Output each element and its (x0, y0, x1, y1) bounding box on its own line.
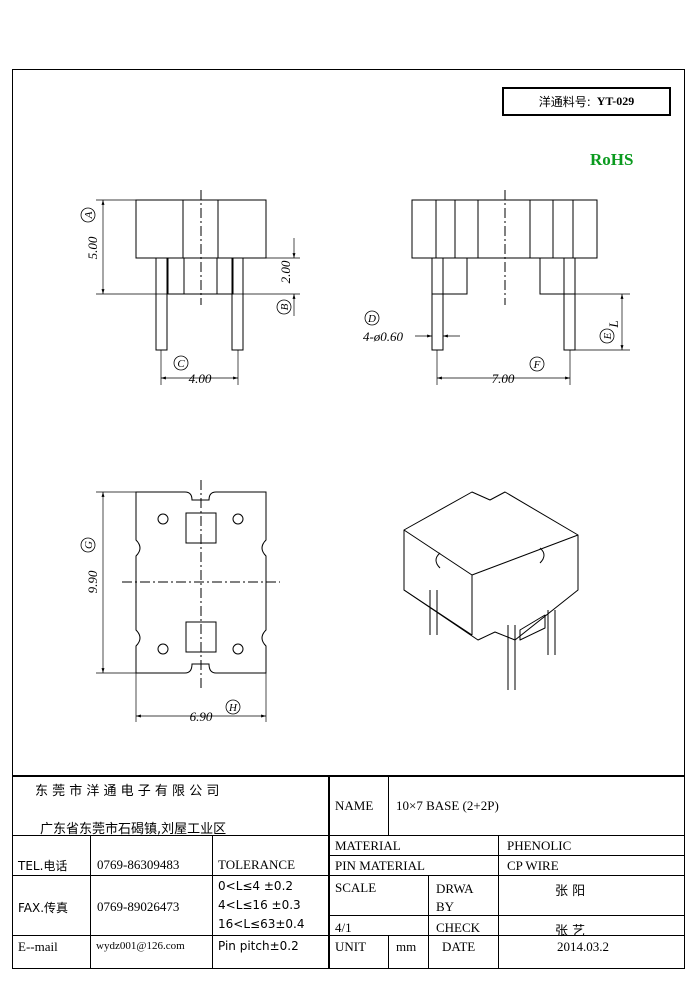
material-value: PHENOLIC (507, 838, 572, 853)
dim-b-letter: B (279, 303, 291, 310)
unit-label: UNIT (335, 939, 367, 954)
dim-a-value: 5.00 (85, 236, 100, 259)
fax-value: 0769-89026473 (97, 899, 180, 914)
dim-h-letter: H (228, 702, 238, 714)
dim-e-value: L (606, 320, 621, 328)
dim-f-letter: F (533, 359, 541, 371)
side-pin-right (563, 257, 576, 351)
material-label: MATERIAL (335, 838, 401, 853)
isometric-view (403, 491, 579, 690)
dim-g-value: 9.90 (85, 570, 100, 593)
part-number-label: 洋通料号: (538, 95, 591, 109)
tolerance-row-4: Pin pitch±0.2 (218, 939, 299, 953)
side-view (411, 190, 630, 385)
email-value: wydz001@126.com (96, 940, 185, 952)
rohs-mark: RoHS (590, 150, 634, 169)
bottom-hole (232, 643, 244, 655)
part-number-value: YT-029 (596, 94, 635, 108)
drawing-border (12, 69, 685, 969)
tolerance-row-2: 4<L≤16 ±0.3 (218, 898, 301, 912)
name-label: NAME (335, 798, 374, 813)
side-pin-left (431, 257, 444, 351)
fax-label: FAX.传真 (18, 901, 69, 915)
bottom-view (96, 480, 280, 722)
check-label: CHECK (436, 920, 481, 935)
dim-f-value: 7.00 (492, 371, 515, 386)
unit-value: mm (396, 939, 417, 954)
date-value: 2014.03.2 (557, 939, 609, 954)
dim-a-letter: A (83, 211, 95, 219)
dim-d-value: 4-ø0.60 (363, 329, 404, 344)
company-address: 广东省东莞市石碣镇,刘屋工业区 (40, 822, 227, 837)
name-value: 10×7 BASE (2+2P) (396, 798, 499, 813)
dim-b-value: 2.00 (278, 260, 293, 283)
bottom-hole (157, 643, 169, 655)
front-pin-right (231, 257, 244, 351)
scale-label: SCALE (335, 880, 377, 895)
dim-c-letter: C (177, 358, 185, 370)
company-name: 东 莞 市 洋 通 电 子 有 限 公 司 (35, 784, 220, 799)
check-value: 张 艺 (555, 924, 586, 939)
drawn-by-value: 张 阳 (555, 884, 586, 899)
tel-value: 0769-86309483 (97, 857, 180, 872)
email-label: E--mail (18, 939, 58, 954)
tolerance-row-1: 0<L≤4 ±0.2 (218, 879, 294, 893)
pin-material-value: CP WIRE (507, 858, 559, 873)
bottom-hole (232, 513, 244, 525)
front-view (96, 190, 300, 385)
dim-c-value: 4.00 (189, 371, 212, 386)
date-label: DATE (442, 939, 476, 954)
tolerance-row-3: 16<L≤63±0.4 (218, 917, 305, 931)
bottom-hole (157, 513, 169, 525)
drawn-by-label: DRWA BY (436, 881, 473, 914)
pin-material-label: PIN MATERIAL (335, 858, 425, 873)
tolerance-label: TOLERANCE (218, 857, 296, 872)
tel-label: TEL.电话 (18, 859, 68, 873)
part-number-box: 洋通料号: YT-029 (502, 87, 671, 116)
scale-value: 4/1 (335, 920, 352, 935)
dim-h-value: 6.90 (190, 709, 213, 724)
front-pin-left (155, 257, 168, 351)
dim-g-letter: G (83, 541, 95, 549)
dim-e-letter: E (602, 332, 614, 340)
dim-d-letter: D (367, 313, 376, 325)
